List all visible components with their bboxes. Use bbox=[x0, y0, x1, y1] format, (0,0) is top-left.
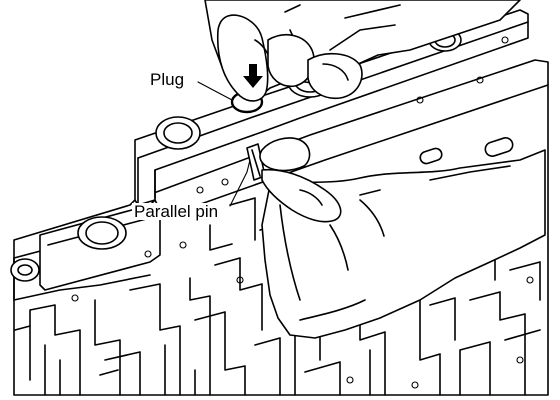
lower-hand bbox=[259, 137, 546, 339]
plug-label: Plug bbox=[148, 70, 187, 89]
parallel-pin-label: Parallel pin bbox=[132, 202, 221, 221]
valve-body-left-boss bbox=[10, 199, 187, 291]
leader-lines bbox=[197, 81, 251, 207]
press-down-arrow bbox=[243, 64, 263, 88]
